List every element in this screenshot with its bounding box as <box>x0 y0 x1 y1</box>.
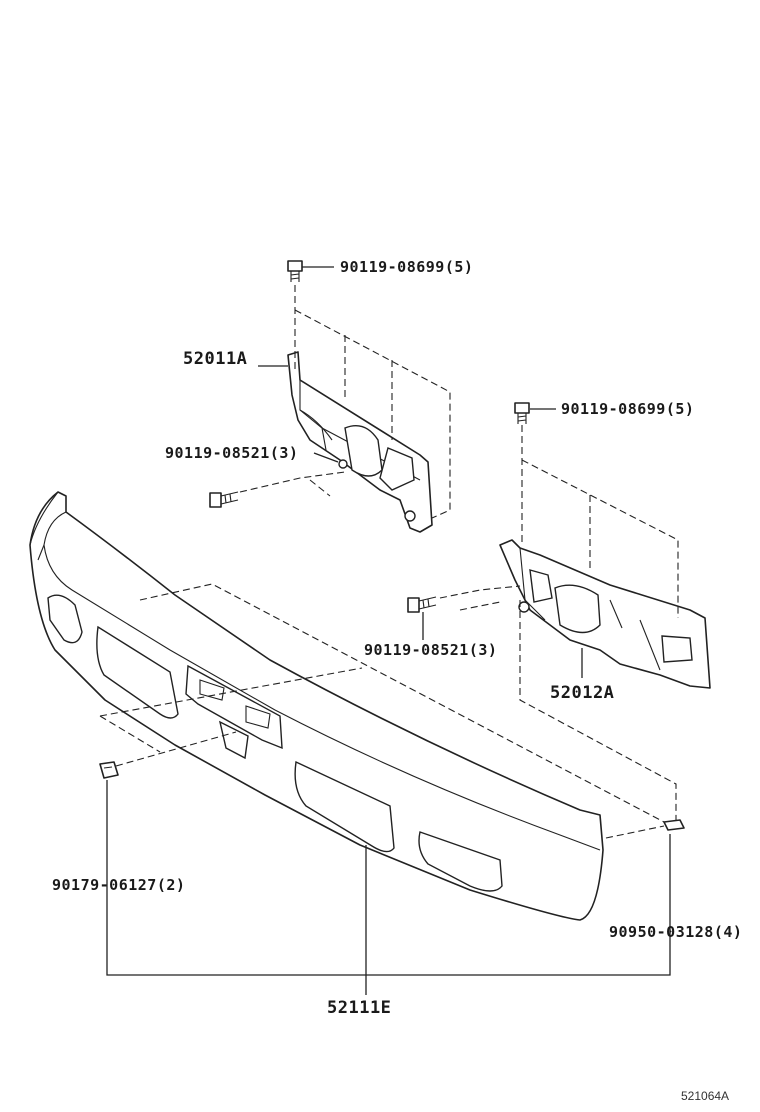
label-retainer-left: 90179-06127(2) <box>52 876 185 894</box>
bolt-side-left-icon <box>209 491 239 508</box>
retainer-left-icon <box>99 761 119 779</box>
label-clip-right: 90950-03128(4) <box>609 923 742 941</box>
bolt-side-right-icon <box>407 596 437 613</box>
label-bolt-top-left: 90119-08699(5) <box>340 258 473 276</box>
bolt-top-right-icon <box>514 402 530 424</box>
front-bumper <box>29 491 604 921</box>
right-bumper-bracket <box>499 539 711 689</box>
label-bumper: 52111E <box>327 998 391 1018</box>
label-bolt-side-right: 90119-08521(3) <box>364 641 497 659</box>
clip-right-icon <box>663 819 685 831</box>
label-bracket-right: 52012A <box>550 683 614 703</box>
leader-lines <box>106 266 671 995</box>
label-bracket-left: 52011A <box>183 349 247 369</box>
assembly-dashed-lines <box>99 285 679 839</box>
label-bolt-top-right: 90119-08699(5) <box>561 400 694 418</box>
left-bumper-bracket <box>287 351 433 533</box>
bolt-top-left-icon <box>287 260 303 282</box>
label-bolt-side-left: 90119-08521(3) <box>165 444 298 462</box>
figure-code: 521064A <box>681 1089 729 1103</box>
